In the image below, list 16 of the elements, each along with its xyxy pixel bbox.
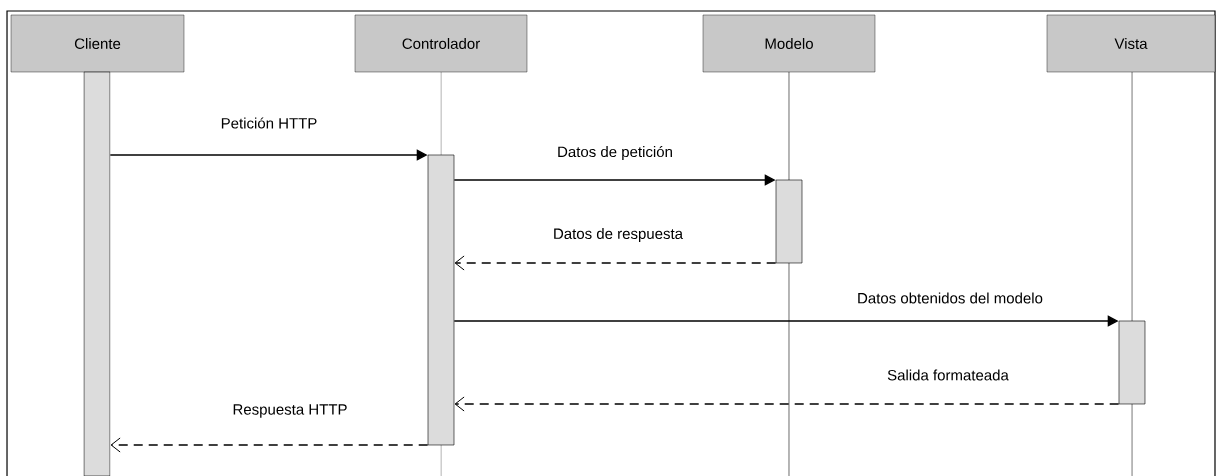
message-label: Salida formateada (886, 368, 1010, 382)
message-arrow (454, 396, 1120, 412)
message-label: Datos obtenidos del modelo (856, 291, 1044, 305)
message-arrow (454, 255, 777, 271)
message-label: Petición HTTP (219, 116, 319, 130)
message-arrow (110, 437, 429, 453)
activation-bar (427, 154, 455, 446)
lifeline-header-box: Modelo (702, 14, 876, 73)
lifeline-header-box: Cliente (10, 14, 185, 73)
activation-bar (1118, 320, 1146, 405)
message-label: Respuesta HTTP (231, 403, 349, 419)
activation-bar (775, 179, 803, 264)
lifeline-header-box: Vista (1046, 14, 1216, 73)
activation-bar (83, 71, 111, 476)
message-label: Datos de respuesta (551, 227, 685, 243)
lifeline-header-box: Controlador (354, 14, 528, 73)
